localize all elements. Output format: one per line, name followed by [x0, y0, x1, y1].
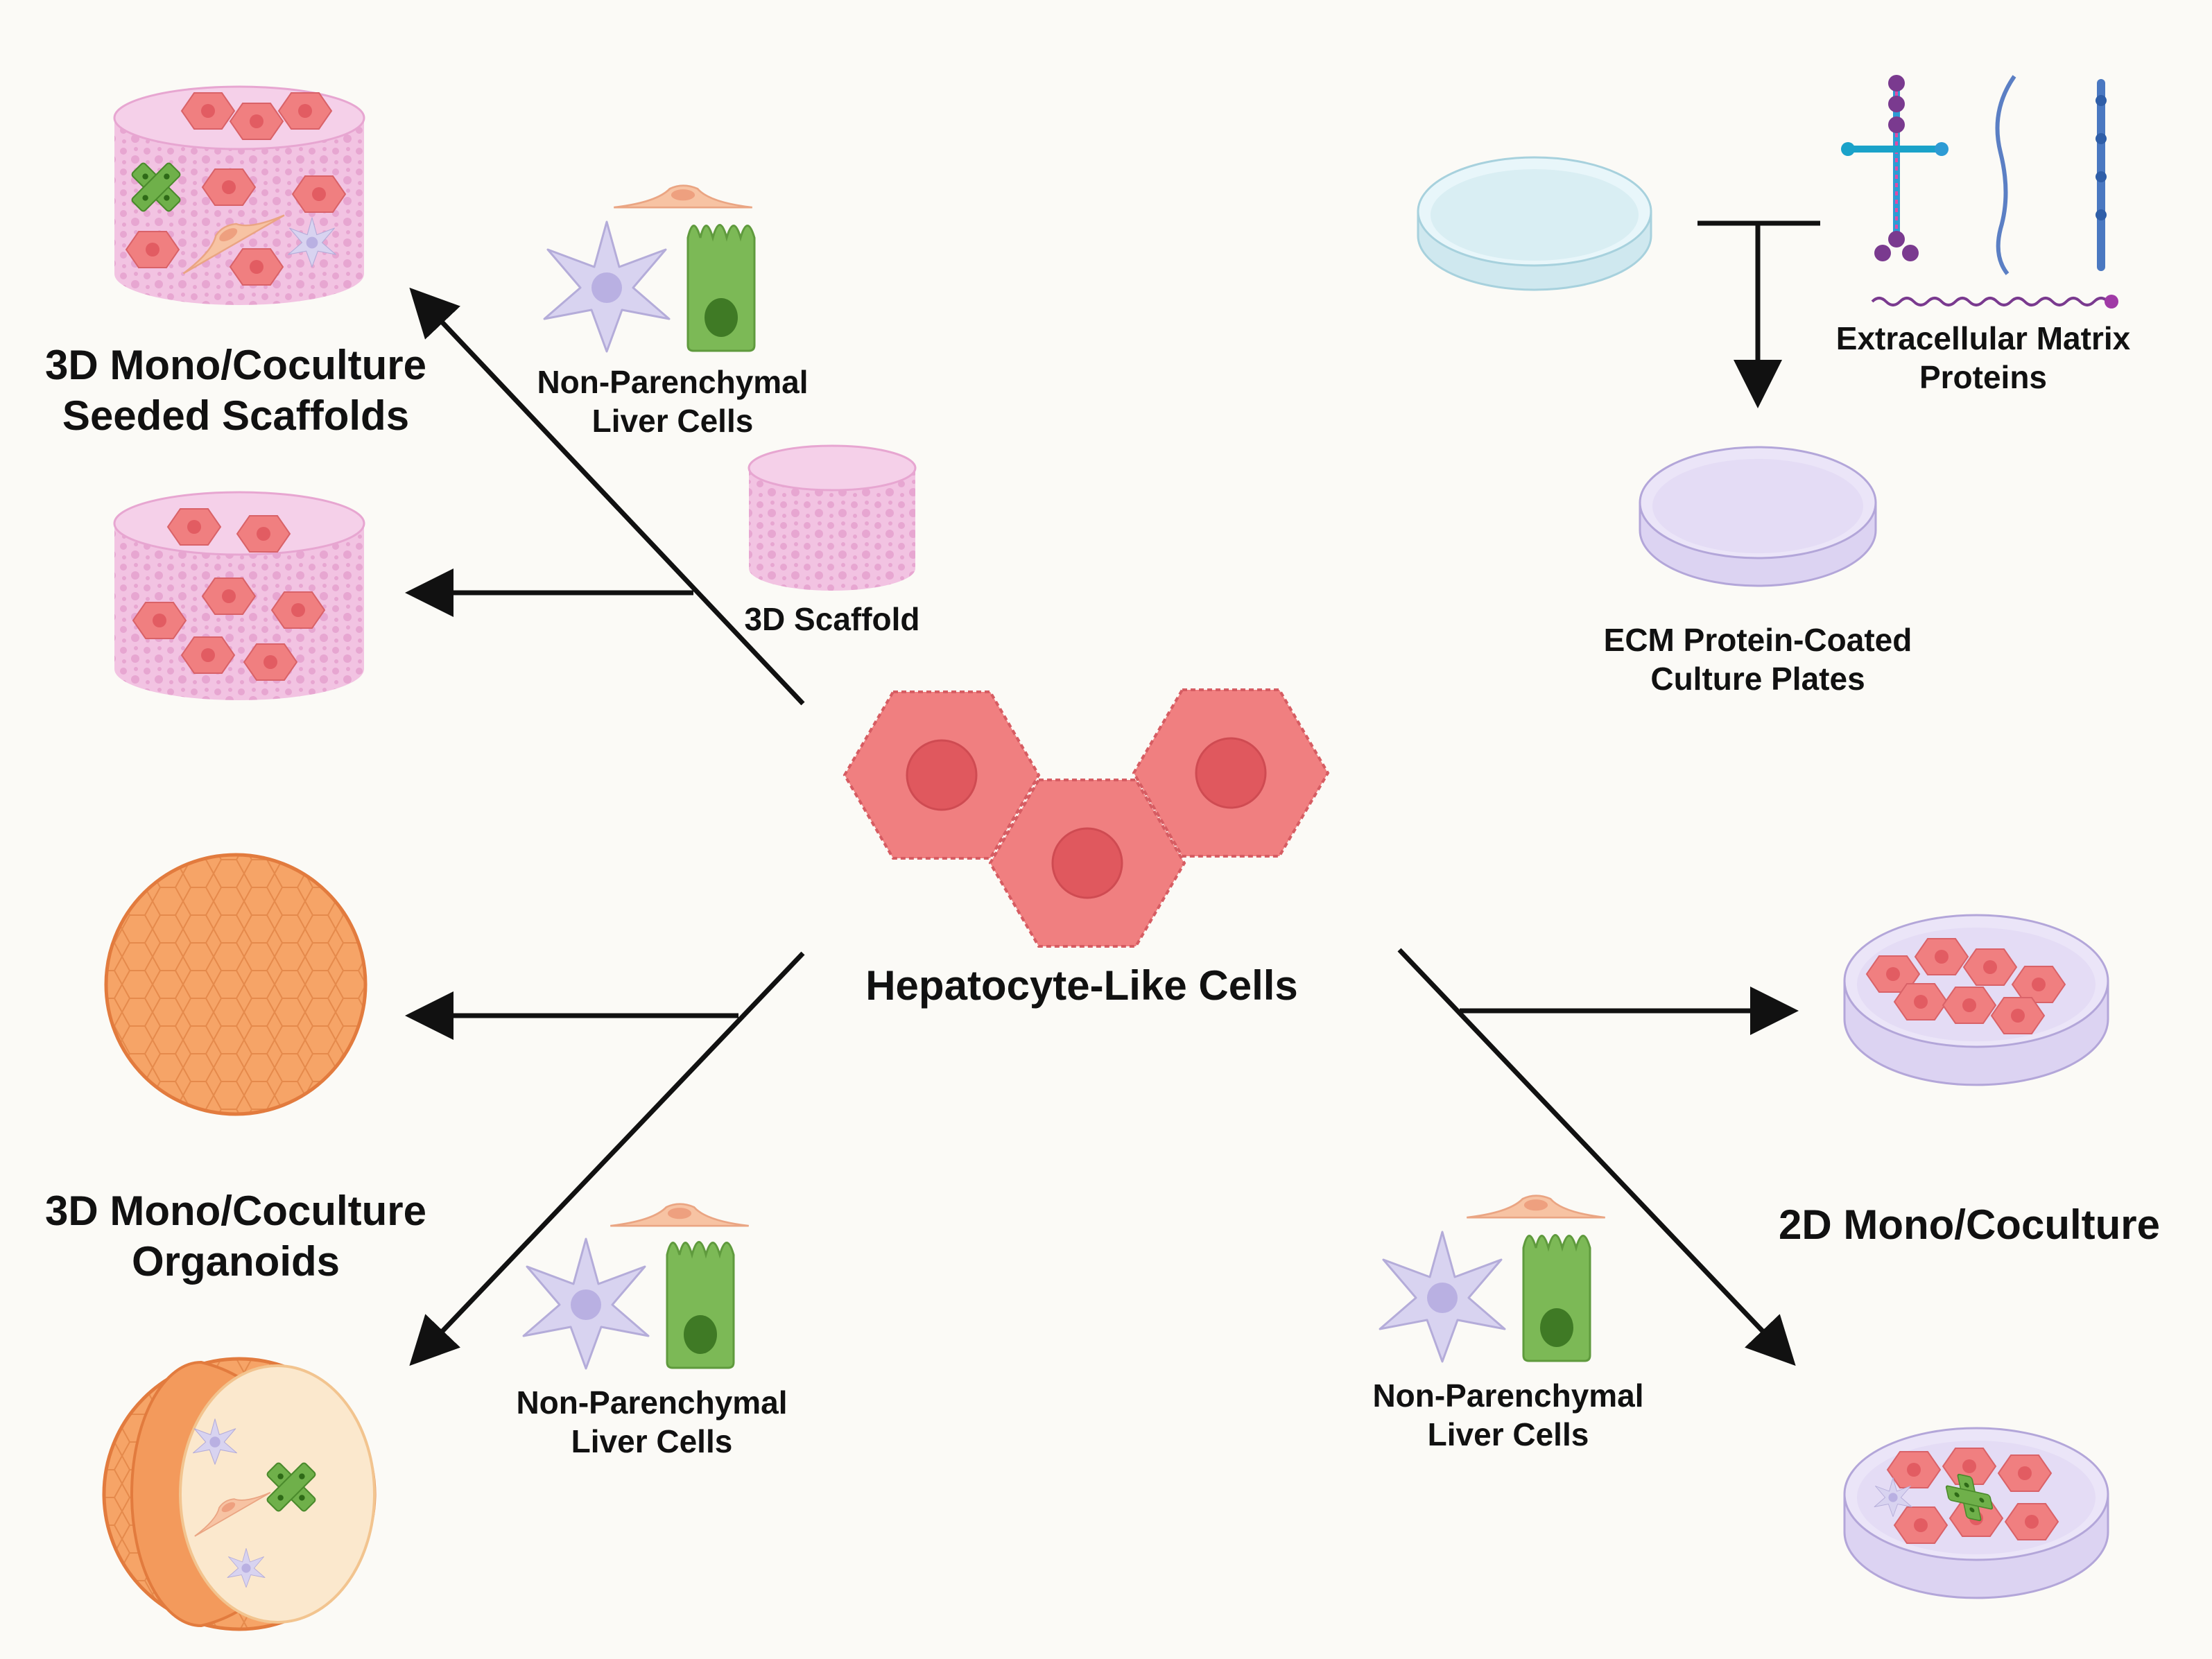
seeded-scaffold-monoculture	[113, 491, 365, 700]
center-title: Hepatocyte-Like Cells	[797, 960, 1366, 1011]
seeded-scaffold-coculture	[113, 85, 365, 305]
npc-label-top: Non-Parenchymal Liver Cells	[499, 363, 846, 440]
scaffold-hepatocyte	[292, 175, 346, 213]
npc-label-bottom-left: Non-Parenchymal Liver Cells	[478, 1383, 825, 1461]
coated-plate-line2: Culture Plates	[1650, 661, 1865, 697]
scaffold-hepatocyte	[236, 515, 291, 553]
ecm-label-line1: Extracellular Matrix	[1835, 320, 2131, 356]
organoid-method-line1: 3D Mono/Coculture	[45, 1188, 426, 1234]
plate-method-line1: 2D Mono/Coculture	[1779, 1201, 2160, 1248]
arrow-to-seeded-scaffolds	[409, 287, 805, 706]
arrow-to-plate-coculture	[1397, 948, 1796, 1366]
plate-hepatocyte	[1894, 983, 1948, 1020]
organoid-method-title: 3D Mono/Coculture Organoids	[28, 1185, 444, 1287]
workflow-arrows	[405, 220, 1820, 1366]
npc-bottom-right-line2: Liver Cells	[1427, 1416, 1589, 1453]
culture-dish	[1417, 156, 1652, 291]
epithelial-cell	[1522, 1234, 1591, 1362]
scaffold-hepatocyte	[230, 248, 284, 286]
fibroblast-cell	[1465, 1195, 1607, 1219]
organoid-method-line2: Organoids	[131, 1238, 340, 1285]
epithelial-cell	[666, 1241, 735, 1369]
organoid-coculture-cutaway	[102, 1357, 377, 1631]
coated-plate-line1: ECM Protein-Coated	[1603, 622, 1912, 658]
scaffold-method-line1: 3D Mono/Coculture	[45, 342, 426, 388]
kupffer-cell	[1379, 1231, 1506, 1363]
ecm-proteins	[1841, 75, 2118, 309]
npc-group-bottom-left	[522, 1203, 750, 1370]
npc-bottom-left-line1: Non-Parenchymal	[516, 1384, 788, 1421]
scaffold-hepatocyte	[181, 92, 235, 130]
scaffold-method-line2: Seeded Scaffolds	[62, 392, 410, 440]
ecm-proteins-label: Extracellular Matrix Proteins	[1810, 319, 2157, 397]
npc-label-bottom-right: Non-Parenchymal Liver Cells	[1335, 1376, 1682, 1454]
kupffer-cell	[522, 1237, 650, 1370]
kupffer-cell	[543, 220, 671, 353]
coated-plate-label: ECM Protein-Coated Culture Plates	[1578, 620, 1938, 698]
npc-bottom-right-line1: Non-Parenchymal	[1372, 1378, 1644, 1414]
npc-top-line2: Liver Cells	[591, 403, 754, 440]
organoid-monoculture	[104, 853, 368, 1116]
plate-coculture	[1843, 1427, 2109, 1599]
plate-hepatocyte	[1894, 1506, 1948, 1544]
scaffold-hepatocyte	[126, 231, 180, 268]
scaffold-hepatocyte	[132, 602, 187, 639]
plate-hepatocyte	[1991, 997, 2045, 1034]
scaffold-label-text: 3D Scaffold	[744, 601, 920, 637]
plate-monoculture	[1843, 914, 2109, 1086]
fibroblast-cell	[612, 184, 754, 209]
scaffold-hepatocyte	[230, 103, 284, 140]
scaffold-hepatocyte	[181, 636, 235, 674]
plate-hepatocyte	[1915, 938, 1969, 975]
hepatocyte-cluster	[843, 688, 1329, 948]
epithelial-cell	[686, 224, 756, 352]
scaffold-hepatocyte	[278, 92, 332, 130]
plate-hepatocyte	[2005, 1503, 2059, 1540]
scaffold-hepatocyte	[202, 577, 256, 615]
collagen-strand	[1995, 75, 2016, 275]
center-title-text: Hepatocyte-Like Cells	[865, 962, 1298, 1009]
plate-hepatocyte	[1998, 1454, 2052, 1492]
arrow-to-organoid-coculture	[409, 951, 805, 1366]
plate-hepatocyte	[1942, 987, 1996, 1024]
fibronectin-protein	[2096, 79, 2107, 271]
plate-hepatocyte	[1887, 1451, 1941, 1488]
scaffold-label: 3D Scaffold	[693, 600, 971, 639]
scaffold-hepatocyte	[243, 643, 297, 681]
ecm-coated-dish	[1639, 446, 1877, 587]
npc-top-line1: Non-Parenchymal	[537, 364, 809, 400]
laminin-protein	[1841, 75, 1949, 261]
elastin-strand	[1871, 297, 2109, 306]
plate-method-title: 2D Mono/Coculture	[1734, 1199, 2205, 1250]
scaffold-method-title: 3D Mono/Coculture Seeded Scaffolds	[28, 340, 444, 441]
ecm-label-line2: Proteins	[1919, 359, 2048, 396]
plate-hepatocyte	[1963, 948, 2017, 986]
fibroblast-cell	[609, 1203, 750, 1227]
npc-bottom-left-line2: Liver Cells	[571, 1423, 733, 1460]
scaffold-hepatocyte	[202, 168, 256, 206]
scaffold-hepatocyte	[271, 591, 325, 629]
scaffold-hepatocyte	[167, 508, 221, 546]
empty-3d-scaffold	[748, 444, 917, 591]
npc-group-top	[543, 184, 756, 353]
npc-group-bottom-right	[1379, 1195, 1607, 1363]
